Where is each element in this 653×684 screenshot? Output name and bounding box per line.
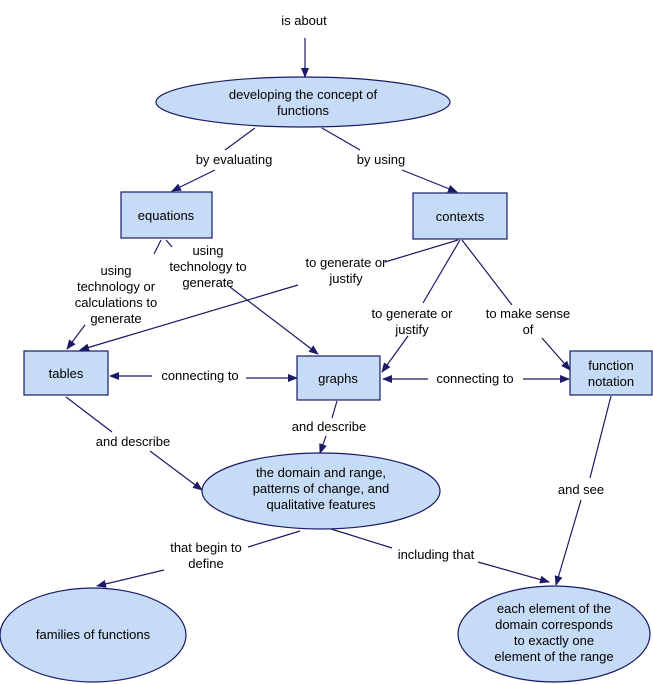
node-equations[interactable]: equations	[120, 191, 213, 239]
node-each-element-line: element of the range	[494, 649, 613, 664]
edge-to-make-sense-function-notation	[541, 337, 571, 371]
node-concept[interactable]: developing the concept of functions	[155, 76, 451, 128]
edge-and-describe-domain-1	[149, 450, 203, 491]
link-using-tech-gen: using	[192, 243, 223, 258]
node-domain-range-shape	[201, 452, 441, 530]
edge-by-evaluating-equations	[171, 169, 216, 192]
link-using-tech-gen: generate	[182, 275, 233, 290]
link-and-see: and see	[558, 482, 604, 497]
edge-by-using-contexts	[401, 169, 458, 193]
link-labels: by evaluating by using using technology …	[75, 152, 604, 571]
edge-concept-by-using	[321, 127, 361, 151]
node-each-element-line: each element of the	[497, 601, 611, 616]
link-connecting-to-2: connecting to	[436, 371, 513, 386]
node-function-notation-shape	[569, 350, 653, 396]
node-concept-shape	[155, 76, 451, 128]
link-that-begin-to: that begin to	[170, 540, 242, 555]
edge-to-gen-justify-1-tables	[79, 284, 299, 352]
node-concept-line: functions	[277, 103, 330, 118]
link-by-using: by using	[357, 152, 405, 167]
node-each-element-line: domain corresponds	[495, 617, 613, 632]
node-families-label: families of functions	[36, 627, 151, 642]
edge-contexts-to-gen-justify-1	[384, 239, 459, 263]
edge-including-each-element	[477, 561, 550, 584]
node-families-shape	[0, 587, 187, 683]
edge-and-see-each-element	[554, 499, 582, 586]
node-contexts[interactable]: contexts	[412, 192, 508, 240]
link-by-evaluating: by evaluating	[196, 152, 273, 167]
edge-to-gen-justify-2-graphs	[381, 335, 409, 373]
edge-domain-that-begin	[247, 530, 301, 548]
node-graphs[interactable]: graphs	[296, 355, 381, 401]
node-tables-shape	[23, 350, 109, 396]
node-contexts-label: contexts	[436, 209, 485, 224]
nodes: is about developing the concept of funct…	[0, 13, 653, 683]
node-function-notation-line: notation	[588, 374, 634, 389]
edge-contexts-to-gen-justify-2	[422, 239, 461, 304]
link-using-tech-calc: technology or	[77, 279, 156, 294]
node-each-element[interactable]: each element of the domain corresponds t…	[457, 585, 651, 683]
edge-graphs-and-describe	[331, 400, 338, 419]
edge-using-tech-gen-graphs	[229, 286, 319, 355]
edge-contexts-to-make-sense	[461, 239, 513, 306]
node-each-element-line: to exactly one	[514, 633, 594, 648]
link-using-tech-calc: calculations to	[75, 295, 157, 310]
link-connecting-to-1: connecting to	[161, 368, 238, 383]
edge-tables-and-describe	[65, 396, 113, 433]
node-tables-label: tables	[49, 366, 84, 381]
node-function-notation[interactable]: function notation	[569, 350, 653, 396]
node-domain-range-line: patterns of change, and	[253, 481, 390, 496]
node-tables[interactable]: tables	[23, 350, 109, 396]
edge-concept-by-evaluating	[224, 127, 256, 151]
link-to-make-sense: to make sense	[486, 306, 571, 321]
link-using-tech-calc: using	[100, 263, 131, 278]
edge-equations-using-tech-calc	[153, 239, 162, 255]
edges	[65, 38, 612, 588]
node-families[interactable]: families of functions	[0, 587, 187, 683]
link-and-describe-2: and describe	[292, 419, 366, 434]
node-contexts-shape	[412, 192, 508, 240]
edge-notation-and-see	[589, 395, 612, 479]
edge-and-describe-domain-2	[319, 435, 327, 454]
node-domain-range-line: qualitative features	[266, 497, 376, 512]
link-including-that: including that	[398, 547, 475, 562]
link-to-gen-justify-1: justify	[328, 271, 363, 286]
link-using-tech-calc: generate	[90, 311, 141, 326]
link-that-begin-to: define	[188, 556, 223, 571]
node-equations-shape	[120, 191, 213, 239]
node-concept-line: developing the concept of	[229, 87, 378, 102]
node-graphs-shape	[296, 355, 381, 401]
node-domain-range[interactable]: the domain and range, patterns of change…	[201, 452, 441, 530]
edge-domain-including	[327, 527, 393, 549]
node-graphs-label: graphs	[318, 371, 358, 386]
edge-that-begin-families	[96, 569, 165, 588]
top-phrase-label: is about	[281, 13, 327, 28]
node-domain-range-line: the domain and range,	[256, 465, 386, 480]
link-to-gen-justify-2: to generate or	[372, 306, 454, 321]
node-equations-label: equations	[138, 208, 195, 223]
edge-equations-using-tech-gen	[165, 239, 173, 248]
link-and-describe-1: and describe	[96, 434, 170, 449]
node-function-notation-line: function	[588, 358, 634, 373]
node-each-element-shape	[457, 585, 651, 683]
link-to-gen-justify-2: justify	[394, 322, 429, 337]
link-using-tech-gen: technology to	[169, 259, 246, 274]
link-to-make-sense: of	[523, 322, 534, 337]
link-to-gen-justify-1: to generate or	[306, 255, 388, 270]
edge-using-tech-calc-tables	[66, 324, 86, 350]
